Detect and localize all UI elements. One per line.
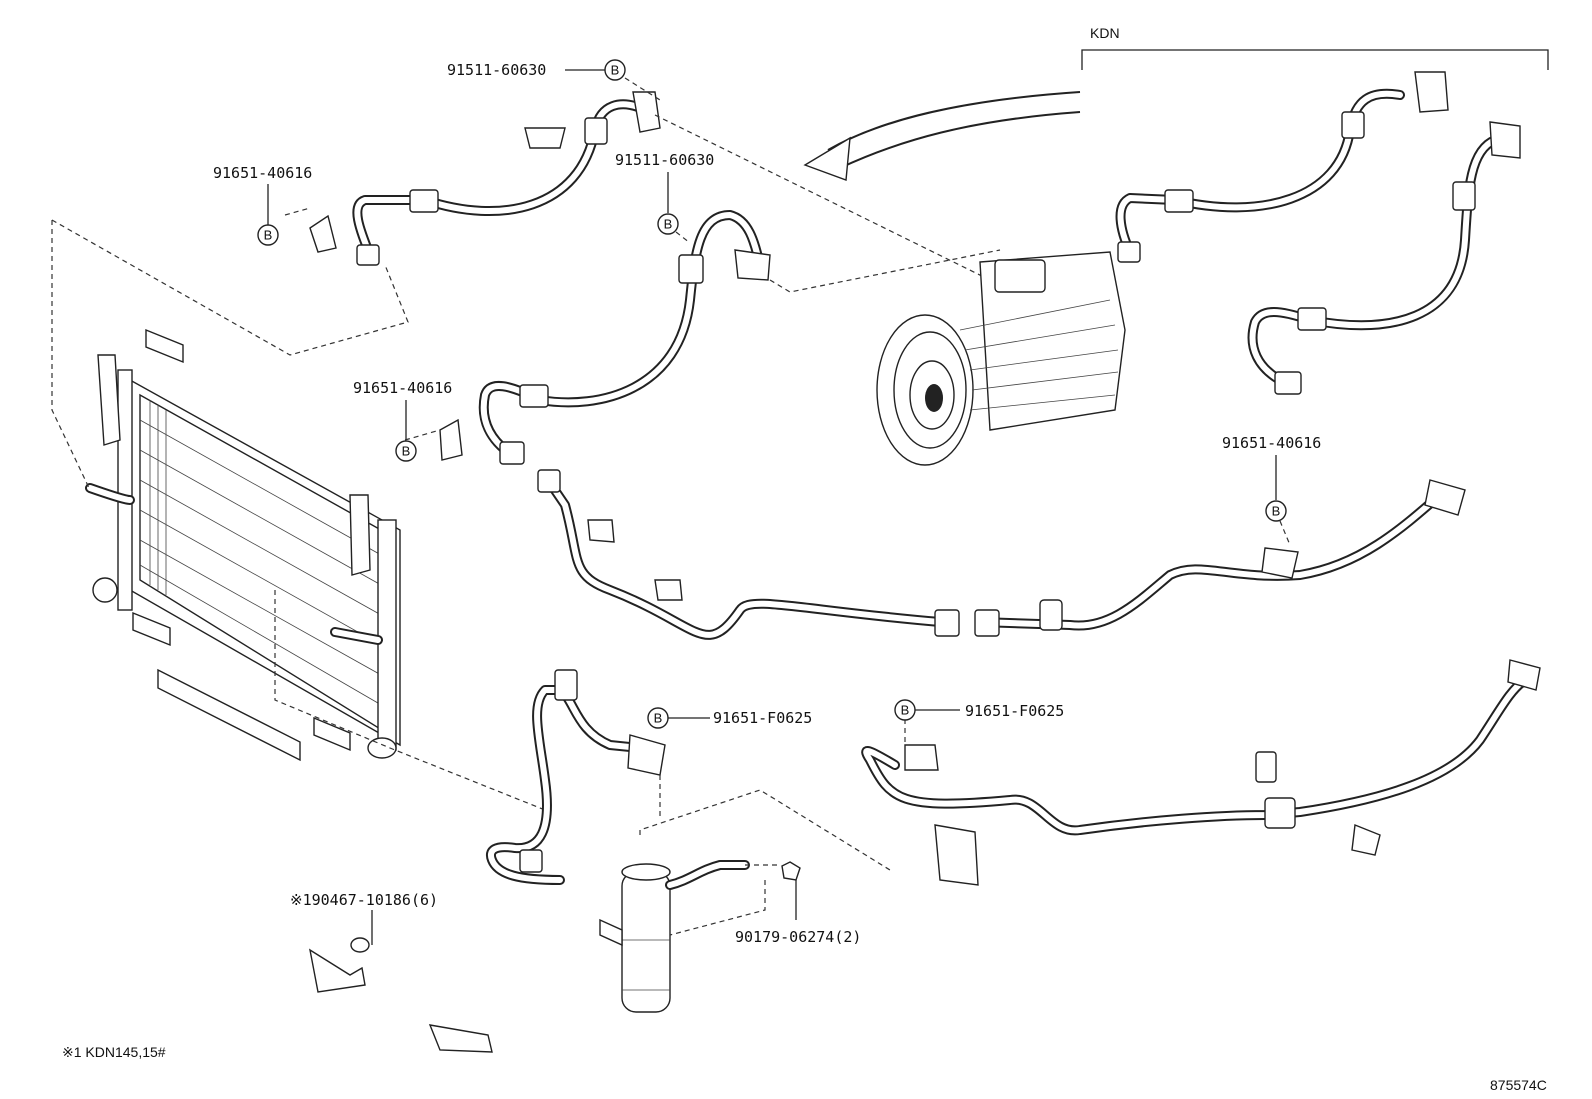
badge-b-4-letter: B [402, 444, 411, 459]
callout-text-3: 91511-60630 [615, 151, 714, 169]
callout-91511-60630-mid: 91511-60630 B [615, 151, 714, 244]
callout-91651-40616-right: 91651-40616 B [1222, 434, 1321, 546]
condenser-bracket-right [349, 494, 371, 576]
callout-90179-06274: 90179-06274(2) [669, 880, 861, 946]
badge-b-6-letter: B [654, 711, 663, 726]
condenser-bracket-upper-left [97, 354, 121, 446]
liquid-tube-right [974, 479, 1466, 637]
badge-b-3-letter: B [664, 217, 673, 232]
callout-91511-60630-top: 91511-60630 B [447, 59, 661, 101]
callout-91651-40616-mid: 91651-40616 B [353, 379, 452, 462]
liquid-tube-main [537, 469, 960, 640]
hose-clamp-upper [524, 127, 566, 149]
seal-block-3 [313, 716, 351, 752]
tube-clamp-1 [587, 519, 615, 543]
condenser [85, 354, 401, 759]
tube-mount-bracket [934, 824, 979, 886]
badge-b-2 [257, 224, 279, 246]
pressure-sensor [1255, 751, 1277, 783]
callout-text-4: 91651-40616 [353, 379, 452, 397]
suction-compressor-fitting [734, 249, 771, 281]
receiver-dryer [599, 860, 801, 1013]
callout-91651-f0625-mid: B 91651-F0625 [647, 707, 812, 729]
seal-block-1 [145, 328, 184, 364]
receiver-inlet-tube [486, 669, 666, 885]
condenser-mount-cushion-left [92, 577, 118, 603]
suction-sleeve-upper [678, 254, 704, 284]
kdn-variant-bracket: KDN [803, 25, 1549, 181]
callout-text-1: 91511-60630 [447, 61, 546, 79]
tube-tee-fitting [1264, 797, 1296, 829]
kdn-discharge-hose [1115, 71, 1449, 263]
compressor [876, 251, 1126, 466]
badge-b-5-letter: B [1272, 504, 1281, 519]
callout-text-5: 91651-40616 [1222, 434, 1321, 452]
badge-b-1 [604, 59, 626, 81]
seal-block-2 [132, 611, 171, 647]
pressure-switch [1039, 599, 1063, 631]
tube-clamp-2 [654, 579, 683, 601]
kdn-label: KDN [1090, 25, 1120, 41]
tube-union-nut [934, 609, 960, 637]
clamp-part-91651-f0625-b [904, 744, 939, 771]
badge-b-5 [1265, 500, 1287, 522]
condenser-left-tank [117, 369, 133, 611]
footnote: ※1 KDN145,15# [62, 1044, 166, 1060]
callout-90467-10186: ※190467-10186(6) [290, 891, 438, 945]
callout-text-7: 91651-F0625 [965, 702, 1064, 720]
badge-b-4 [395, 440, 417, 462]
bracket-90467-10186 [309, 937, 370, 993]
condenser-right-tank [377, 519, 397, 751]
seal-strip [157, 668, 301, 762]
suction-sleeve [519, 384, 549, 408]
hose-compressor-fitting [632, 91, 661, 133]
kdn-suction-hose [1247, 121, 1521, 395]
condenser-seals [132, 328, 351, 762]
badge-b-3 [657, 213, 679, 235]
dryer-bracket [599, 918, 623, 947]
compressor-fitting-block [994, 259, 1046, 293]
hose-sleeve-upper [584, 117, 608, 145]
bracket-lower [428, 1024, 493, 1053]
badge-b-2-letter: B [264, 228, 273, 243]
callout-text-6: 91651-F0625 [713, 709, 812, 727]
clamp-part-91651-40616-b [439, 418, 463, 461]
receiver-bracket-clamp [627, 734, 666, 776]
hose-fitting-nut [356, 244, 380, 266]
bolt-90179-06274 [781, 861, 801, 881]
callout-text-2: 91651-40616 [213, 164, 312, 182]
discharge-hose [309, 91, 661, 266]
condenser-fins [139, 400, 391, 711]
liquid-tube-lower-right [861, 659, 1541, 886]
tube-clamp-3 [1351, 824, 1381, 856]
badge-b-7-letter: B [901, 703, 910, 718]
suction-hose [439, 210, 771, 465]
clamp-part-91651-40616-a [309, 214, 337, 253]
hose-sleeve [409, 189, 439, 213]
callout-text-9: 90179-06274(2) [735, 928, 861, 946]
condenser-mount-cushion-right [367, 737, 397, 759]
badge-b-1-letter: B [611, 63, 620, 78]
direction-arrow-head [803, 136, 851, 181]
figure-code: 875574C [1490, 1077, 1547, 1093]
callout-91651-f0625-right: B 91651-F0625 [894, 699, 1064, 721]
callout-91651-40616-top: 91651-40616 B [213, 164, 312, 246]
callout-text-8: ※190467-10186(6) [290, 891, 438, 909]
suction-fitting-nut [499, 441, 525, 465]
clamp-part-91651-40616-c [1261, 547, 1299, 579]
